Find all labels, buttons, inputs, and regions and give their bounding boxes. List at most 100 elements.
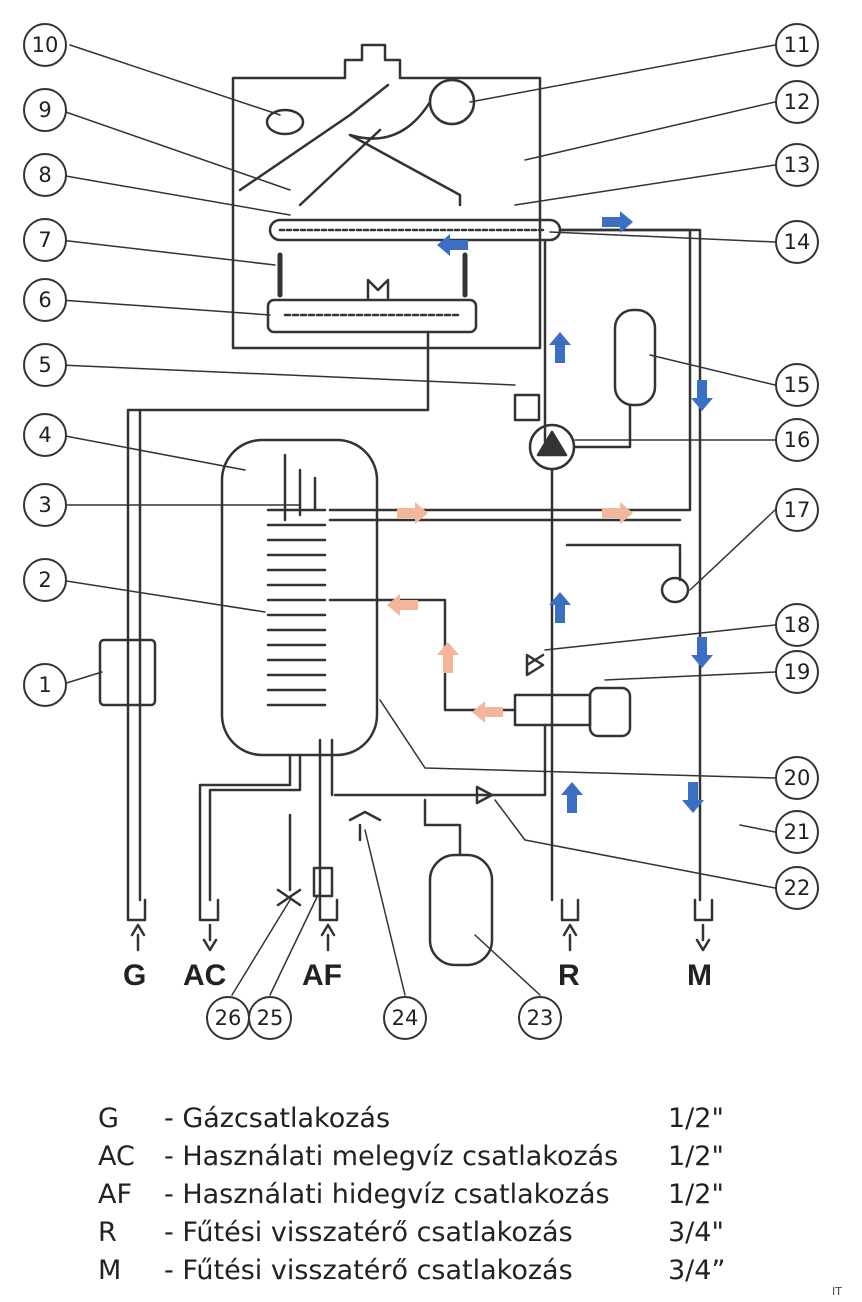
callout-17: 17 xyxy=(775,488,819,532)
ignition-electrode xyxy=(366,278,390,300)
callout-label: 14 xyxy=(784,230,811,254)
callout-label: 25 xyxy=(257,1006,284,1030)
callout-label: 16 xyxy=(784,428,811,452)
port-label-return: R xyxy=(558,959,580,992)
callout-20: 20 xyxy=(775,756,819,800)
callout-label: 5 xyxy=(38,353,51,377)
callout-4: 4 xyxy=(23,413,67,457)
bypass-valve xyxy=(660,576,690,604)
callout-2: 2 xyxy=(23,558,67,602)
gas-pipe xyxy=(138,330,430,902)
corner-mark: IT xyxy=(832,1285,842,1298)
callout-10: 10 xyxy=(23,23,67,67)
burner xyxy=(266,298,478,334)
port-label-flow: M xyxy=(687,959,712,992)
callout-8: 8 xyxy=(23,153,67,197)
port-label-hot-water: AC xyxy=(183,959,226,992)
legend-text: - Használati hidegvíz csatlakozás xyxy=(164,1179,610,1210)
legend-text: - Használati melegvíz csatlakozás xyxy=(164,1141,619,1172)
callout-25: 25 xyxy=(248,996,292,1040)
callout-9: 9 xyxy=(23,88,67,132)
callout-23: 23 xyxy=(518,996,562,1040)
legend-size: 3/4” xyxy=(668,1255,726,1286)
callout-label: 13 xyxy=(784,153,811,177)
legend-code: G xyxy=(98,1103,119,1134)
port-labels: G AC AF R M xyxy=(123,959,712,992)
callout-26: 26 xyxy=(206,996,250,1040)
legend-size: 1/2" xyxy=(668,1103,724,1134)
callout-label: 22 xyxy=(784,876,811,900)
flow-arrow xyxy=(691,380,713,411)
callout-3: 3 xyxy=(23,483,67,527)
callout-label: 3 xyxy=(38,493,51,517)
expansion-vessel-dhw xyxy=(428,853,494,967)
flow-arrows xyxy=(387,211,713,813)
flow-arrow xyxy=(549,592,571,623)
callout-label: 8 xyxy=(38,163,51,187)
flow-arrow xyxy=(437,234,468,256)
callout-7: 7 xyxy=(23,218,67,262)
callout-label: 4 xyxy=(38,423,51,447)
pressure-switch xyxy=(265,108,305,136)
callout-label: 23 xyxy=(527,1006,554,1030)
flow-arrow xyxy=(397,502,428,524)
callout-label: 17 xyxy=(784,498,811,522)
callout-18: 18 xyxy=(775,603,819,647)
callout-19: 19 xyxy=(775,650,819,694)
flow-arrow xyxy=(472,701,503,723)
callout-24: 24 xyxy=(383,996,427,1040)
legend: G - Gázcsatlakozás 1/2" AC - Használati mel… xyxy=(98,1100,798,1290)
callout-label: 2 xyxy=(38,568,51,592)
callout-label: 19 xyxy=(784,660,811,684)
flue-hood xyxy=(238,83,462,207)
legend-size: 3/4" xyxy=(668,1217,724,1248)
expansion-vessel-heating xyxy=(613,308,657,407)
callout-label: 7 xyxy=(38,228,51,252)
port-label-gas: G xyxy=(123,959,146,992)
legend-row: G - Gázcsatlakozás 1/2" xyxy=(98,1100,798,1138)
callout-label: 15 xyxy=(784,373,811,397)
callout-label: 1 xyxy=(38,673,51,697)
callout-label: 12 xyxy=(784,90,811,114)
legend-code: AF xyxy=(98,1179,133,1210)
flow-arrow xyxy=(387,594,418,616)
callout-label: 10 xyxy=(32,33,59,57)
callout-label: 24 xyxy=(392,1006,419,1030)
flow-arrow xyxy=(549,332,571,363)
legend-code: AC xyxy=(98,1141,135,1172)
callout-15: 15 xyxy=(775,363,819,407)
callout-12: 12 xyxy=(775,80,819,124)
callout-5: 5 xyxy=(23,343,67,387)
callout-1: 1 xyxy=(23,663,67,707)
hot-water-pipe xyxy=(208,753,302,902)
callout-label: 11 xyxy=(784,33,811,57)
callout-label: 26 xyxy=(215,1006,242,1030)
callout-22: 22 xyxy=(775,866,819,910)
legend-code: M xyxy=(98,1255,122,1286)
flow-pipe xyxy=(558,228,702,902)
callout-label: 21 xyxy=(784,820,811,844)
flow-arrow xyxy=(602,502,633,524)
callout-14: 14 xyxy=(775,220,819,264)
legend-code: R xyxy=(98,1217,117,1248)
callout-label: 18 xyxy=(784,613,811,637)
legend-size: 1/2" xyxy=(668,1179,724,1210)
callout-label: 6 xyxy=(38,288,51,312)
legend-row: R - Fűtési visszatérő csatlakozás 3/4" xyxy=(98,1214,798,1252)
tank-coil xyxy=(266,508,327,707)
fan-motor xyxy=(428,78,476,126)
legend-text: - Fűtési visszatérő csatlakozás xyxy=(164,1217,573,1248)
callout-6: 6 xyxy=(23,278,67,322)
legend-size: 1/2" xyxy=(668,1141,724,1172)
callout-16: 16 xyxy=(775,418,819,462)
callout-label: 20 xyxy=(784,766,811,790)
flow-arrow xyxy=(682,782,704,813)
callout-21: 21 xyxy=(775,810,819,854)
flow-arrow xyxy=(561,782,583,813)
flow-arrow xyxy=(602,211,633,233)
legend-text: - Gázcsatlakozás xyxy=(164,1103,391,1134)
callout-label: 9 xyxy=(38,98,51,122)
